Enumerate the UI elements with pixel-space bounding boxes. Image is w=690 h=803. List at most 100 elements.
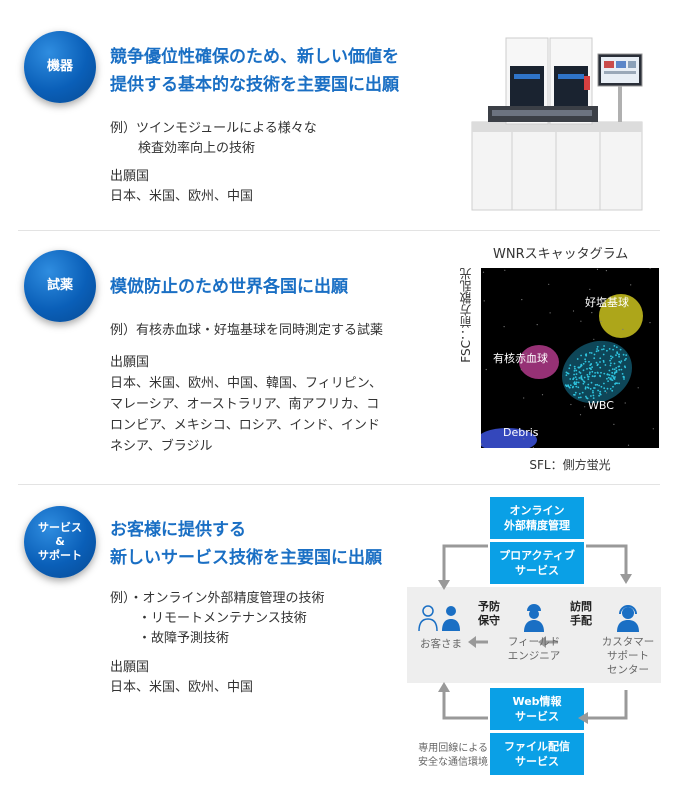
wbc-dot (598, 384, 600, 387)
countries-list: 日本、米国、欧州、中国 (110, 189, 254, 204)
customer-label: お客さま (420, 638, 462, 650)
noise-dot (549, 312, 551, 314)
headline-equipment-line1: 競争優位性確保のため、新しい価値を (110, 47, 399, 67)
wbc-dot (608, 348, 611, 350)
wbc-dot (595, 361, 598, 364)
wbc-dot (592, 394, 595, 397)
headline-service: お客様に提供する 新しいサービス技術を主要国に出願 (110, 516, 382, 572)
wbc-dot (594, 372, 596, 374)
wbc-dot (593, 353, 596, 356)
wbc-dot (599, 390, 602, 393)
wbc-dot (587, 376, 590, 378)
wbc-dot (591, 366, 593, 369)
wbc-dot (619, 361, 622, 364)
wbc-dot (608, 374, 611, 376)
countries-label: 出願国 (110, 169, 150, 184)
wbc-dot (586, 374, 589, 376)
wbc-dot (610, 357, 613, 360)
wbc-dot (578, 377, 581, 379)
wbc-dot (586, 397, 589, 400)
noise-dot (613, 423, 615, 425)
wbc-dot (602, 359, 605, 362)
wbc-dot (583, 376, 586, 379)
wbc-dot (573, 373, 575, 376)
wbc-dot (574, 376, 577, 378)
wbc-dot (614, 371, 616, 374)
noise-dot (584, 406, 586, 408)
wbc-dot (606, 387, 609, 390)
wbc-dot (578, 396, 580, 399)
badge-service-line2: & (55, 535, 65, 549)
wbc-dot (584, 360, 587, 363)
wbc-dot (582, 382, 585, 385)
nrbc-cluster (519, 345, 559, 379)
analyzer-machine-image (471, 37, 643, 211)
noise-dot (548, 283, 550, 285)
example-service: 例）・オンライン外部精度管理の技術 ・リモートメンテナンス技術 ・故障予測技術 (110, 589, 325, 649)
wbc-dot (575, 385, 578, 388)
example-equipment: 例）ツインモジュールによる様々な 検査効率向上の技術 (110, 119, 317, 159)
noise-dot (580, 320, 582, 322)
wbc-dot (586, 368, 588, 370)
wbc-dot (590, 363, 593, 365)
customer-support-center-label: カスタマーサポートセンター (601, 636, 655, 676)
wbc-dot (581, 391, 584, 394)
basophil-label: 好塩基球 (585, 296, 629, 309)
wbc-dot (589, 371, 591, 374)
wbc-dot (623, 378, 625, 380)
wbc-dot (618, 355, 620, 358)
wbc-dot (567, 384, 569, 387)
wbc-dot (579, 396, 582, 399)
wbc-dot (614, 376, 616, 378)
noise-dot (541, 394, 544, 396)
badge-reagent: 試薬 (24, 250, 96, 322)
wbc-dot (593, 375, 596, 378)
countries-list-line1: 日本、米国、欧州、中国、韓国、フィリピン、 (110, 376, 382, 391)
wbc-dot (582, 380, 585, 383)
wbc-dot (611, 371, 614, 374)
wbc-dot (607, 380, 609, 382)
noise-dot (496, 356, 499, 358)
wbc-label: WBC (588, 399, 614, 412)
wbc-dot (603, 372, 606, 375)
wbc-dot (607, 376, 610, 379)
wbc-dot (571, 386, 574, 389)
wbc-dot (584, 358, 586, 361)
wbc-dot (624, 359, 626, 361)
wbc-dot (603, 382, 605, 385)
wbc-dot (574, 391, 577, 394)
support-agent-icon (617, 605, 639, 632)
wbc-dot (591, 370, 594, 373)
nrbc-label: 有核赤血球 (493, 352, 548, 365)
wbc-dot (609, 388, 612, 390)
section-divider-1 (18, 230, 660, 231)
noise-dot (482, 271, 485, 273)
wbc-dot (601, 348, 603, 351)
noise-dot (624, 402, 626, 404)
wbc-dot (576, 358, 579, 360)
noise-dot (535, 433, 538, 435)
wbc-dot (590, 352, 593, 354)
wbc-dot (599, 392, 601, 395)
noise-dot (520, 369, 522, 371)
noise-dot (525, 352, 527, 354)
wbc-dot (612, 375, 614, 378)
secure-network-note: 専用回線による安全な通信環境 (418, 743, 488, 768)
countries-list: 日本、米国、欧州、中国 (110, 680, 254, 695)
noise-dot (504, 269, 506, 271)
wbc-dot (599, 366, 602, 369)
wbc-dot (594, 384, 597, 386)
wbc-dot (602, 353, 605, 356)
wbc-dot (572, 377, 575, 380)
headline-service-line2: 新しいサービス技術を主要国に出願 (110, 548, 382, 568)
wbc-dot (615, 367, 618, 369)
wbc-dot (593, 387, 595, 389)
wbc-dot (591, 375, 594, 377)
wbc-dot (616, 352, 619, 355)
wbc-dot (569, 384, 572, 387)
example-equipment-line2: 検査効率向上の技術 (138, 141, 256, 156)
wbc-dot (580, 377, 583, 380)
wbc-dot (587, 383, 590, 386)
wbc-dot (618, 353, 620, 356)
wbc-dot (589, 388, 592, 390)
